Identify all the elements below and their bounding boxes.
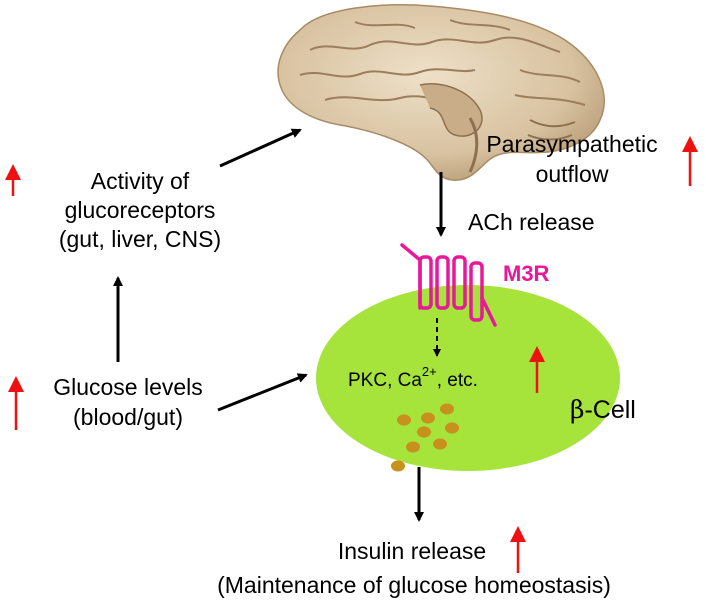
glucose-label-line2: (blood/gut)	[73, 404, 183, 430]
beta-cell-label: β-Cell	[570, 395, 636, 424]
glucose-label-line1: Glucose levels	[53, 374, 203, 400]
up-arrow-icon	[5, 164, 21, 196]
arrow-to-brain	[219, 128, 302, 168]
up-arrow-icon	[8, 376, 24, 430]
glucose-homeostasis-label: (Maintenance of glucose homeostasis)	[217, 572, 611, 598]
beta-cell	[316, 285, 620, 471]
ach-release-label: ACh release	[468, 209, 595, 235]
m3r-label: M3R	[503, 261, 550, 286]
pkc-calcium-label: PKC, Ca2+, etc.	[348, 364, 478, 391]
up-arrow-icon	[510, 526, 526, 573]
parasympathetic-label-line2: outflow	[536, 161, 609, 187]
arrow-glucose-to-cell	[217, 373, 308, 412]
m3-receptor-icon	[400, 243, 497, 327]
activity-label-line1: Activity of	[91, 168, 190, 194]
parasympathetic-label-line1: Parasympathetic	[486, 131, 657, 157]
up-arrow-icon	[529, 346, 545, 393]
activity-label-line3: (gut, liver, CNS)	[59, 226, 221, 252]
brain-icon	[277, 4, 605, 181]
insulin-granules	[391, 403, 459, 472]
activity-label-line2: glucoreceptors	[65, 197, 216, 223]
up-arrow-icon	[682, 136, 698, 186]
insulin-release-label: Insulin release	[338, 538, 486, 564]
